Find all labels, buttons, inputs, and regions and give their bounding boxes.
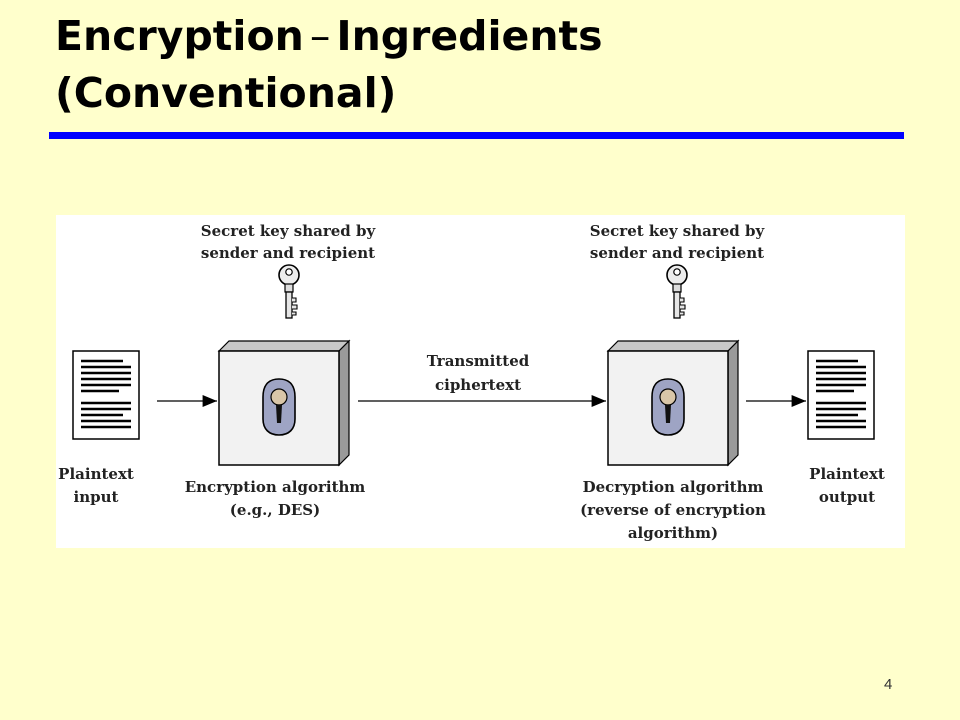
plaintext-output-document-icon [806,349,876,441]
left-key-label-line1: Secret key shared by [201,222,377,240]
encryption-diagram: Secret key shared by sender and recipien… [56,215,905,548]
diagram-svg: Secret key shared by sender and recipien… [58,222,885,542]
title-word-ingredients: Ingredients [336,12,603,60]
left-key-icon [278,264,300,319]
plaintext-input-label-line1: Plaintext [58,465,134,483]
transmitted-label-line2: ciphertext [435,376,521,394]
title-dash: – [309,12,331,60]
decryption-label-line3: algorithm) [628,524,718,542]
encryption-box-keyhole-icon [218,340,350,466]
right-key-label-line2: sender and recipient [590,244,764,262]
plaintext-input-label-line2: input [74,488,119,506]
title-underline [49,132,904,139]
encryption-label-line1: Encryption algorithm [185,478,366,496]
slide-title: Encryption–Ingredients (Conventional) [55,8,603,122]
decryption-label-line1: Decryption algorithm [583,478,764,496]
decryption-label-line2: (reverse of encryption [580,501,766,519]
plaintext-output-label-line1: Plaintext [809,465,885,483]
left-key-label-line2: sender and recipient [201,244,375,262]
right-key-label-line1: Secret key shared by [590,222,766,240]
encryption-label-line2: (e.g., DES) [230,501,320,519]
page-number: 4 [884,676,893,693]
title-subtitle-conventional: (Conventional) [55,69,397,117]
plaintext-output-label-line2: output [819,488,875,506]
title-word-encryption: Encryption [55,12,304,60]
transmitted-label-line1: Transmitted [427,352,530,370]
plaintext-input-document-icon [71,349,141,441]
right-key-icon [666,264,688,319]
decryption-box-keyhole-icon [607,340,739,466]
